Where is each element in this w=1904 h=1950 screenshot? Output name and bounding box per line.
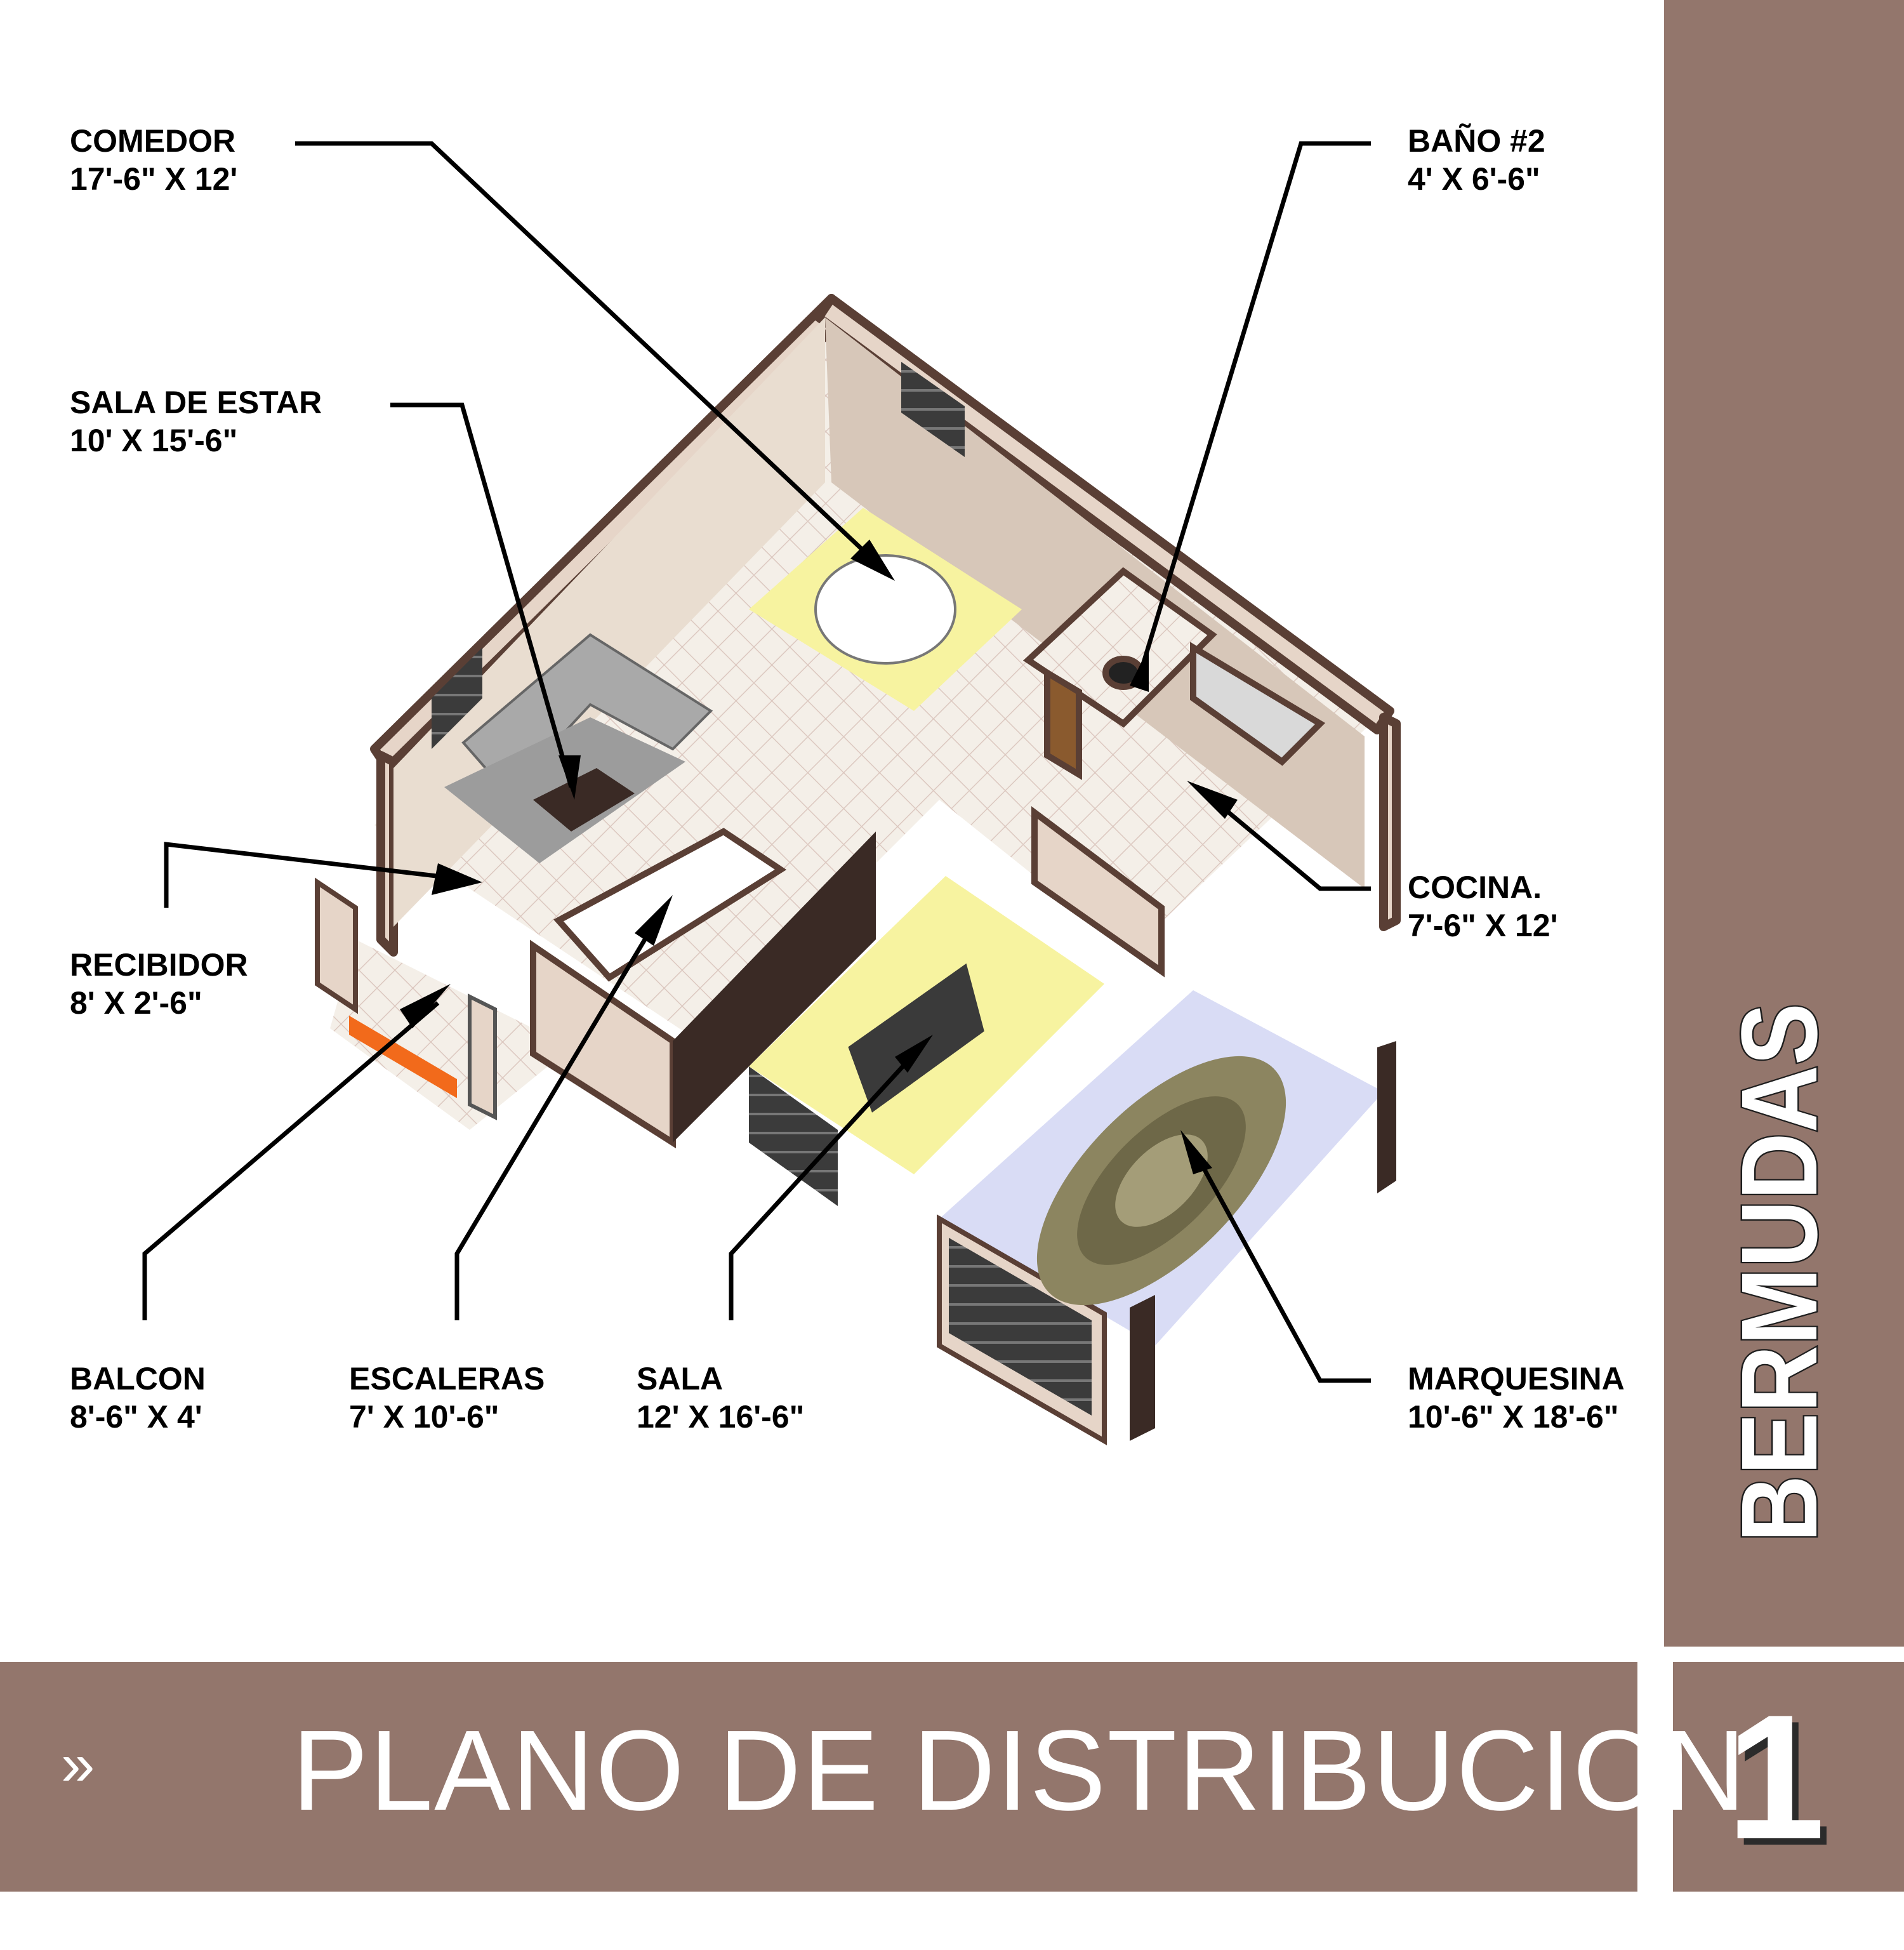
double-chevron-icon: » [61, 1730, 95, 1798]
sidebar-band [1664, 0, 1904, 1647]
label-comedor: COMEDOR 17'-6" X 12' [70, 122, 237, 198]
label-balcon: BALCON 8'-6" X 4' [70, 1360, 206, 1436]
label-sala: SALA 12' X 16'-6" [637, 1360, 804, 1436]
label-recibidor: RECIBIDOR 8' X 2'-6" [70, 946, 248, 1022]
sala-de-estar-dims: 10' X 15'-6" [70, 423, 238, 458]
recibidor-name: RECIBIDOR [70, 947, 248, 983]
sala-name: SALA [637, 1361, 724, 1396]
sala-dims: 12' X 16'-6" [637, 1399, 805, 1435]
page-number: 1 [1726, 1678, 1825, 1876]
balcon-name: BALCON [70, 1361, 206, 1396]
bano-2-dims: 4' X 6'-6" [1408, 161, 1540, 197]
escaleras-dims: 7' X 10'-6" [349, 1399, 499, 1435]
page-number-box [1673, 1662, 1904, 1892]
label-sala-de-estar: SALA DE ESTAR 10' X 15'-6" [70, 383, 322, 460]
sala-de-estar-name: SALA DE ESTAR [70, 385, 322, 420]
car-image [1036, 1056, 1286, 1306]
cocina-name: COCINA. [1408, 870, 1542, 905]
marquesina-dims: 10'-6" X 18'-6" [1408, 1399, 1619, 1435]
windows [432, 362, 965, 1206]
marquesina-name: MARQUESINA [1408, 1361, 1625, 1396]
leader-lines [142, 141, 1371, 1383]
leader-arrowheads [400, 540, 1238, 1174]
sofa [444, 633, 713, 863]
label-bano-2: BAÑO #2 4' X 6'-6" [1408, 122, 1545, 198]
footer-band [0, 1662, 1637, 1892]
label-marquesina: MARQUESINA 10'-6" X 18'-6" [1408, 1360, 1625, 1436]
balcony [315, 877, 497, 1120]
bano-2-name: BAÑO #2 [1408, 123, 1545, 159]
dining-area [749, 508, 1022, 711]
page-title: PLANO DE DISTRIBUCION [292, 1707, 1747, 1834]
model-name-vertical: BERMUDAS [1718, 1002, 1842, 1544]
living-room-rug [749, 876, 1104, 1174]
escaleras-name: ESCALERAS [349, 1361, 545, 1396]
label-cocina: COCINA. 7'-6" X 12' [1408, 868, 1558, 945]
model-name-text: BERMUDAS [1719, 1003, 1840, 1542]
footer-divider-line [1664, 1649, 1904, 1657]
balcon-dims: 8'-6" X 4' [70, 1399, 202, 1435]
stairs [530, 828, 876, 1149]
comedor-name: COMEDOR [70, 123, 236, 159]
comedor-dims: 17'-6" X 12' [70, 161, 238, 197]
cocina-dims: 7'-6" X 12' [1408, 908, 1558, 943]
kitchen-bath [1022, 567, 1326, 978]
label-escaleras: ESCALERAS 7' X 10'-6" [349, 1360, 545, 1436]
recibidor-dims: 8' X 2'-6" [70, 985, 202, 1021]
footer-vertical-divider [1649, 1657, 1658, 1904]
